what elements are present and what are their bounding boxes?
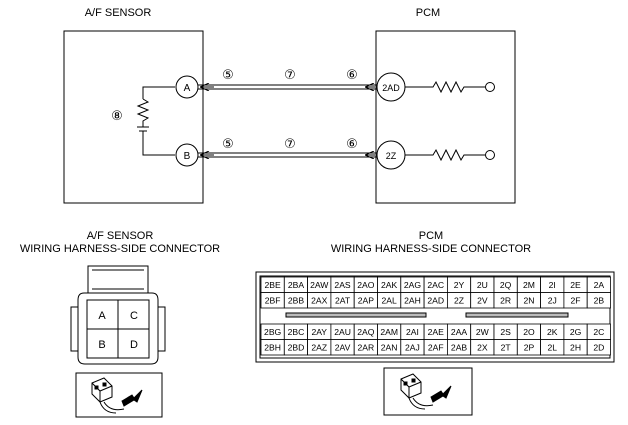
pcm-pin-label: 2G [570, 327, 582, 337]
pcm-pin-label: 2X [477, 342, 488, 352]
pcm-pin-label: 2AX [311, 295, 328, 305]
pcm-pin-grid: 2BE 2BA 2AW 2AS 2AO 2AK 2AG 2AC 2Y 2U 2Q 2M 2I 2E 2A 2B… [260, 276, 611, 356]
terminal-2ad-label: 2AD [382, 83, 400, 93]
pcm-pin-label: 2BC [288, 327, 305, 337]
pcm-pin-label: 2I [549, 280, 556, 290]
pcm-pin-label: 2K [547, 327, 558, 337]
pcm-pin-label: 2T [501, 342, 512, 352]
callout-7-b: ⑦ [284, 137, 296, 152]
pcm-pin-label: 2M [523, 280, 535, 290]
pcm-pin-label: 2AQ [357, 327, 375, 337]
pcm-pin-label: 2BG [264, 327, 282, 337]
connector-view-icon-left [75, 372, 163, 418]
pcm-pin-label: 2AO [357, 280, 375, 290]
pcm-pin-label: 2S [500, 327, 511, 337]
pcm-connector-face [255, 271, 615, 363]
pcm-pin-label: 2AN [381, 342, 398, 352]
callout-6-a: ⑥ [346, 68, 358, 83]
terminal-b-label: B [184, 151, 191, 162]
pcm-pin-label: 2AD [427, 295, 444, 305]
af-pin-a: A [98, 310, 106, 322]
pcm-pin-label: 2AK [381, 280, 398, 290]
pcm-pin-label: 2A [594, 280, 605, 290]
pcm-pin-label: 2AC [427, 280, 444, 290]
terminal-2z-label: 2Z [386, 151, 397, 161]
pcm-title: PCM [415, 7, 441, 19]
af-sensor-box [63, 30, 204, 204]
pcm-pin-label: 2AV [335, 342, 351, 352]
pcm-pin-label: 2AL [382, 295, 398, 305]
pcm-pin-label: 2AW [310, 280, 329, 290]
pcm-pin-label: 2N [523, 295, 534, 305]
pcm-pin-cell [586, 339, 611, 356]
pcm-pin-label: 2C [593, 327, 604, 337]
wire-a [198, 85, 377, 89]
pcm-pin-label: 2AR [357, 342, 374, 352]
pcm-box [375, 30, 516, 204]
af-connector-title-line2: WIRING HARNESS-SIDE CONNECTOR [19, 243, 221, 255]
pcm-pin-label: 2AF [428, 342, 444, 352]
af-connector-face [70, 265, 166, 365]
pcm-resistor-icon [405, 80, 495, 162]
callout-6-b: ⑥ [346, 137, 358, 152]
terminal-a [175, 75, 199, 99]
pcm-pin-label: 2E [570, 280, 581, 290]
pcm-connector-title-line1: PCM [418, 230, 444, 242]
pcm-pin-label: 2U [477, 280, 488, 290]
pcm-pin-label: 2AS [334, 280, 351, 290]
pcm-pin-label: 2Z [454, 295, 464, 305]
pcm-pin-cell [586, 292, 611, 309]
callout-7-a: ⑦ [284, 68, 296, 83]
pcm-pin-label: 2BB [288, 295, 305, 305]
pcm-pin-label: 2O [523, 327, 535, 337]
pcm-pin-label: 2P [524, 342, 535, 352]
wire-b [198, 153, 377, 157]
pcm-pin-label: 2AB [451, 342, 468, 352]
pcm-pin-label: 2AE [428, 327, 445, 337]
pcm-pin-label: 2Q [500, 280, 512, 290]
pcm-pin-label: 2BA [288, 280, 305, 290]
pcm-connector-title-line2: WIRING HARNESS-SIDE CONNECTOR [330, 243, 532, 255]
af-pin-b: B [98, 339, 105, 351]
pcm-pin-label: 2V [477, 295, 488, 305]
pcm-pin-label: 2L [547, 342, 557, 352]
pcm-pin-label: 2AP [358, 295, 375, 305]
pcm-pin-label: 2AZ [311, 342, 327, 352]
callout-8: ⑧ [111, 109, 123, 124]
pcm-pin-label: 2AT [335, 295, 351, 305]
pcm-pin-label: 2AG [404, 280, 422, 290]
terminal-a-label: A [184, 83, 191, 94]
pcm-pin-label: 2AM [380, 327, 398, 337]
pcm-pin-label: 2W [476, 327, 490, 337]
af-connector-title-line1: A/F SENSOR [86, 230, 154, 242]
pcm-pin-label: 2D [593, 342, 604, 352]
af-pin-c: C [130, 310, 138, 322]
pcm-pin-label: 2AJ [405, 342, 420, 352]
pcm-pin-label: 2J [548, 295, 557, 305]
pcm-pin-label: 2H [570, 342, 581, 352]
af-pin-d: D [130, 339, 138, 351]
pcm-pin-label: 2AH [404, 295, 421, 305]
pcm-pin-label: 2AY [311, 327, 327, 337]
callout-5-a: ⑤ [222, 68, 234, 83]
connector-view-icon-right [383, 367, 473, 416]
pcm-pin-label: 2AI [406, 327, 419, 337]
pcm-pin-label: 2Y [454, 280, 465, 290]
pcm-pin-label: 2AA [451, 327, 468, 337]
pcm-pin-label: 2B [594, 295, 605, 305]
pcm-pin-label: 2R [500, 295, 511, 305]
callout-5-b: ⑤ [222, 137, 234, 152]
pcm-pin-label: 2BE [265, 280, 282, 290]
pcm-pin-label: 2BF [265, 295, 281, 305]
pcm-pin-label: 2F [571, 295, 581, 305]
pcm-pin-label: 2BD [288, 342, 305, 352]
pcm-pin-label: 2BH [264, 342, 281, 352]
pcm-pin-label: 2AU [334, 327, 351, 337]
heater-element-icon [136, 86, 175, 156]
af-sensor-title: A/F SENSOR [84, 7, 152, 19]
terminal-b [175, 143, 199, 167]
